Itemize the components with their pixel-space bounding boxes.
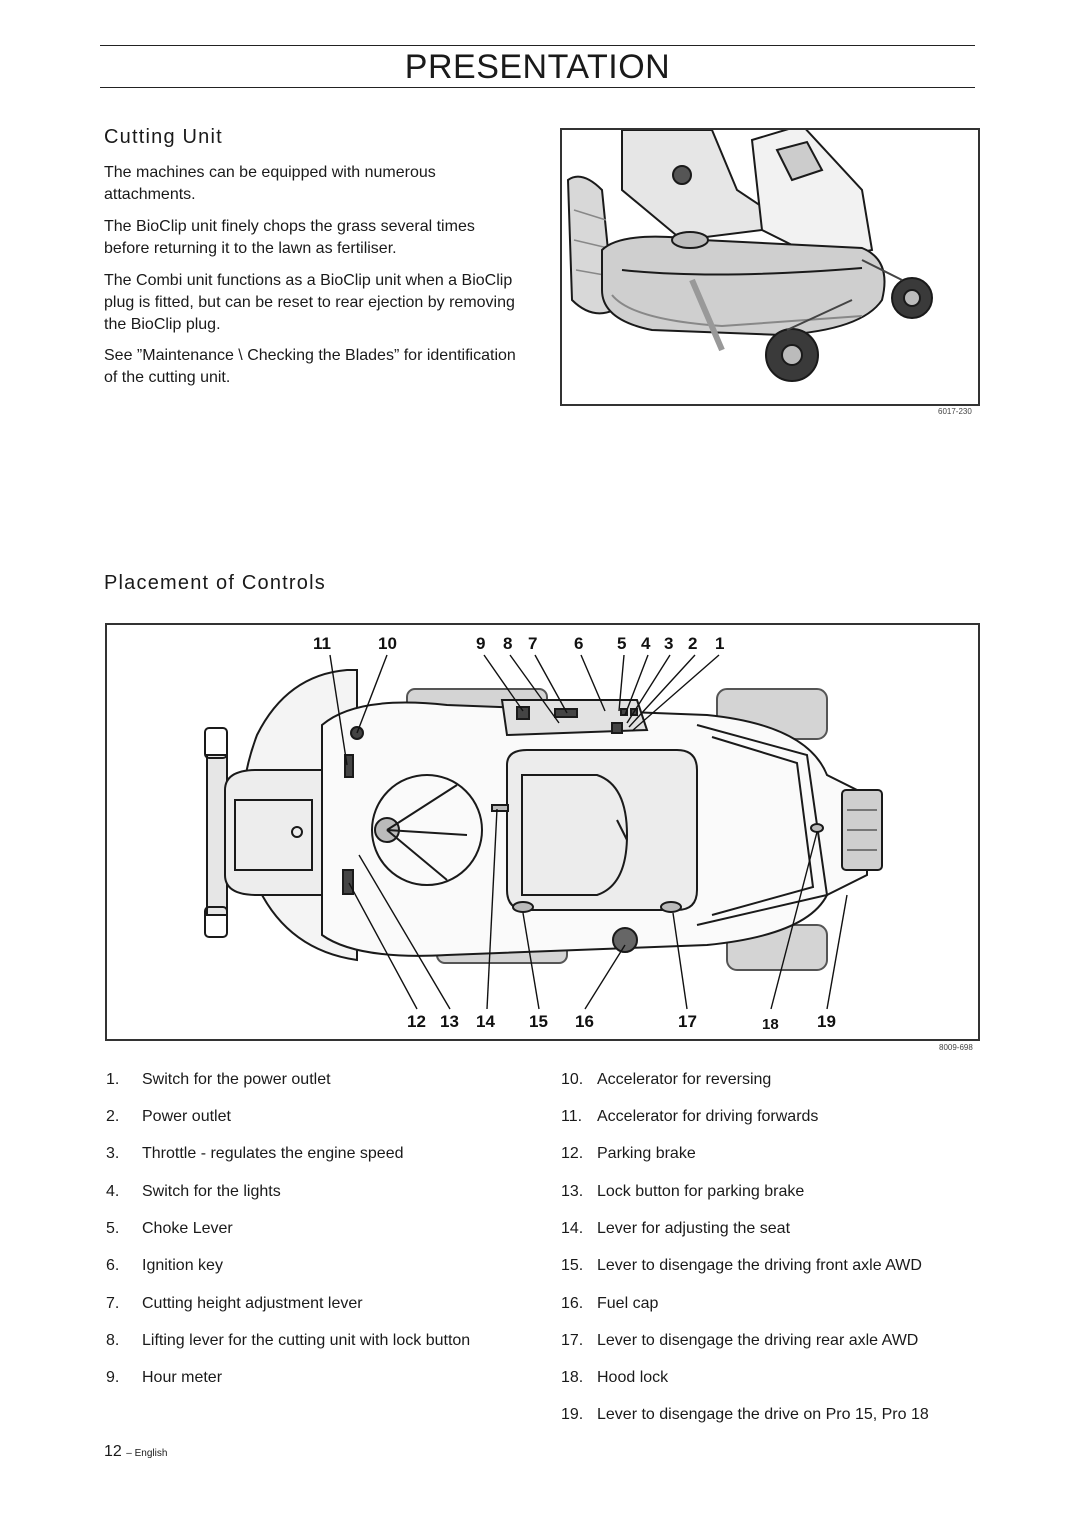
callout-3: 3: [664, 634, 673, 653]
legend-item-label: Throttle - regulates the engine speed: [142, 1145, 404, 1162]
legend-item-13: 13. Lock button for parking brake: [561, 1183, 804, 1201]
legend-item-label: Lever for adjusting the seat: [597, 1220, 791, 1237]
controls-illustration: 11 10 9 8 7 6 5 4 3 2 1 12 13 14 15 16 1…: [204, 634, 883, 1033]
legend-item-4: 4. Switch for the lights: [106, 1183, 281, 1201]
legend-item-number: 10.: [561, 1071, 584, 1088]
legend-item-label: Power outlet: [142, 1108, 231, 1125]
callout-9: 9: [476, 634, 485, 653]
callout-7: 7: [528, 634, 537, 653]
legend-item-label: Accelerator for reversing: [597, 1071, 772, 1088]
callout-11: 11: [313, 634, 331, 653]
legend-item-19: 19. Lever to disengage the drive on Pro 1…: [561, 1406, 929, 1424]
callout-12: 12: [407, 1012, 426, 1031]
legend-item-label: Parking brake: [597, 1145, 696, 1162]
cutting-unit-paragraph-1: The machines can be equipped with numero…: [104, 164, 436, 203]
legend-item-number: 16.: [561, 1295, 584, 1312]
callout-2: 2: [688, 634, 697, 653]
legend-item-number: 19.: [561, 1406, 584, 1423]
callout-19: 19: [817, 1012, 836, 1031]
legend-item-number: 5.: [106, 1220, 120, 1237]
legend-item-number: 4.: [106, 1183, 120, 1200]
controls-heading: Placement of Controls: [104, 572, 326, 594]
cutting-unit-paragraph-2: The BioClip unit finely chops the grass …: [104, 218, 475, 257]
legend-item-5: 5. Choke Lever: [106, 1220, 233, 1238]
legend-item-number: 13.: [561, 1183, 584, 1200]
legend-item-number: 1.: [106, 1071, 120, 1088]
legend-item-label: Switch for the lights: [142, 1183, 281, 1200]
cutting-unit-figure-code: 6017-230: [938, 407, 972, 416]
legend-item-14: 14. Lever for adjusting the seat: [561, 1220, 790, 1238]
legend-item-16: 16. Fuel cap: [561, 1295, 658, 1313]
legend-item-label: Choke Lever: [142, 1220, 233, 1237]
legend-item-label: Switch for the power outlet: [142, 1071, 331, 1088]
legend-item-label: Hood lock: [597, 1369, 669, 1386]
legend-item-15: 15. Lever to disengage the driving front …: [561, 1257, 922, 1275]
cutting-unit-paragraph-3: The Combi unit functions as a BioClip un…: [104, 272, 515, 333]
legend-item-10: 10. Accelerator for reversing: [561, 1071, 771, 1089]
legend-item-number: 15.: [561, 1257, 584, 1274]
callout-5: 5: [617, 634, 626, 653]
legend-item-11: 11. Accelerator for driving forwards: [561, 1108, 818, 1126]
legend-item-number: 18.: [561, 1369, 584, 1386]
callout-10: 10: [378, 634, 397, 653]
legend-item-18: 18. Hood lock: [561, 1369, 668, 1387]
header-rule-top: [100, 45, 975, 46]
page-language: – English: [126, 1448, 168, 1459]
controls-figure: 11 10 9 8 7 6 5 4 3 2 1 12 13 14 15 16 1…: [105, 623, 980, 1041]
controls-figure-code: 8009-698: [939, 1043, 973, 1052]
callout-17: 17: [678, 1012, 697, 1031]
callout-15: 15: [529, 1012, 548, 1031]
legend-item-label: Hour meter: [142, 1369, 223, 1386]
page-footer: 12 – English: [104, 1443, 167, 1461]
callout-6: 6: [574, 634, 583, 653]
legend-item-number: 11.: [561, 1108, 583, 1125]
legend-item-label: Lever to disengage the drive on Pro 15, …: [597, 1406, 929, 1423]
legend-item-number: 9.: [106, 1369, 120, 1386]
legend-item-number: 2.: [106, 1108, 120, 1125]
legend-item-label: Cutting height adjustment lever: [142, 1295, 363, 1312]
callout-4: 4: [641, 634, 651, 653]
legend-item-label: Accelerator for driving forwards: [597, 1108, 819, 1125]
legend-item-label: Lock button for parking brake: [597, 1183, 805, 1200]
cutting-unit-illustration: [566, 130, 933, 382]
legend-item-label: Fuel cap: [597, 1295, 659, 1312]
cutting-unit-figure: [560, 128, 980, 406]
legend-item-label: Lifting lever for the cutting unit with …: [142, 1332, 471, 1349]
cutting-unit-paragraph-4: See ”Maintenance \ Checking the Blades” …: [104, 347, 516, 386]
legend-item-number: 14.: [561, 1220, 584, 1237]
legend-item-3: 3. Throttle - regulates the engine speed: [106, 1145, 404, 1163]
page-number: 12: [104, 1443, 122, 1460]
page-title: PRESENTATION: [404, 48, 671, 86]
header-rule-bottom: [100, 87, 975, 88]
callout-13: 13: [440, 1012, 459, 1031]
legend-item-label: Lever to disengage the driving rear axle…: [597, 1332, 919, 1349]
legend-item-label: Lever to disengage the driving front axl…: [597, 1257, 922, 1274]
cutting-unit-heading: Cutting Unit: [104, 126, 223, 148]
legend-item-8: 8. Lifting lever for the cutting unit wit…: [106, 1332, 470, 1350]
callout-14: 14: [476, 1012, 495, 1031]
legend-item-2: 2. Power outlet: [106, 1108, 231, 1126]
legend-item-6: 6. Ignition key: [106, 1257, 223, 1275]
legend-item-number: 3.: [106, 1145, 120, 1162]
callout-18: 18: [762, 1016, 779, 1033]
legend-item-9: 9. Hour meter: [106, 1369, 222, 1387]
callout-16: 16: [575, 1012, 594, 1031]
legend-item-label: Ignition key: [142, 1257, 223, 1274]
legend-item-12: 12. Parking brake: [561, 1145, 696, 1163]
legend-item-number: 17.: [561, 1332, 584, 1349]
legend-item-number: 12.: [561, 1145, 584, 1162]
legend-item-number: 6.: [106, 1257, 120, 1274]
callout-8: 8: [503, 634, 512, 653]
callout-1: 1: [715, 634, 724, 653]
legend-item-number: 8.: [106, 1332, 120, 1349]
legend-item-7: 7. Cutting height adjustment lever: [106, 1295, 363, 1313]
legend-item-17: 17. Lever to disengage the driving rear a…: [561, 1332, 918, 1350]
legend-item-1: 1. Switch for the power outlet: [106, 1071, 331, 1089]
legend-item-number: 7.: [106, 1295, 120, 1312]
